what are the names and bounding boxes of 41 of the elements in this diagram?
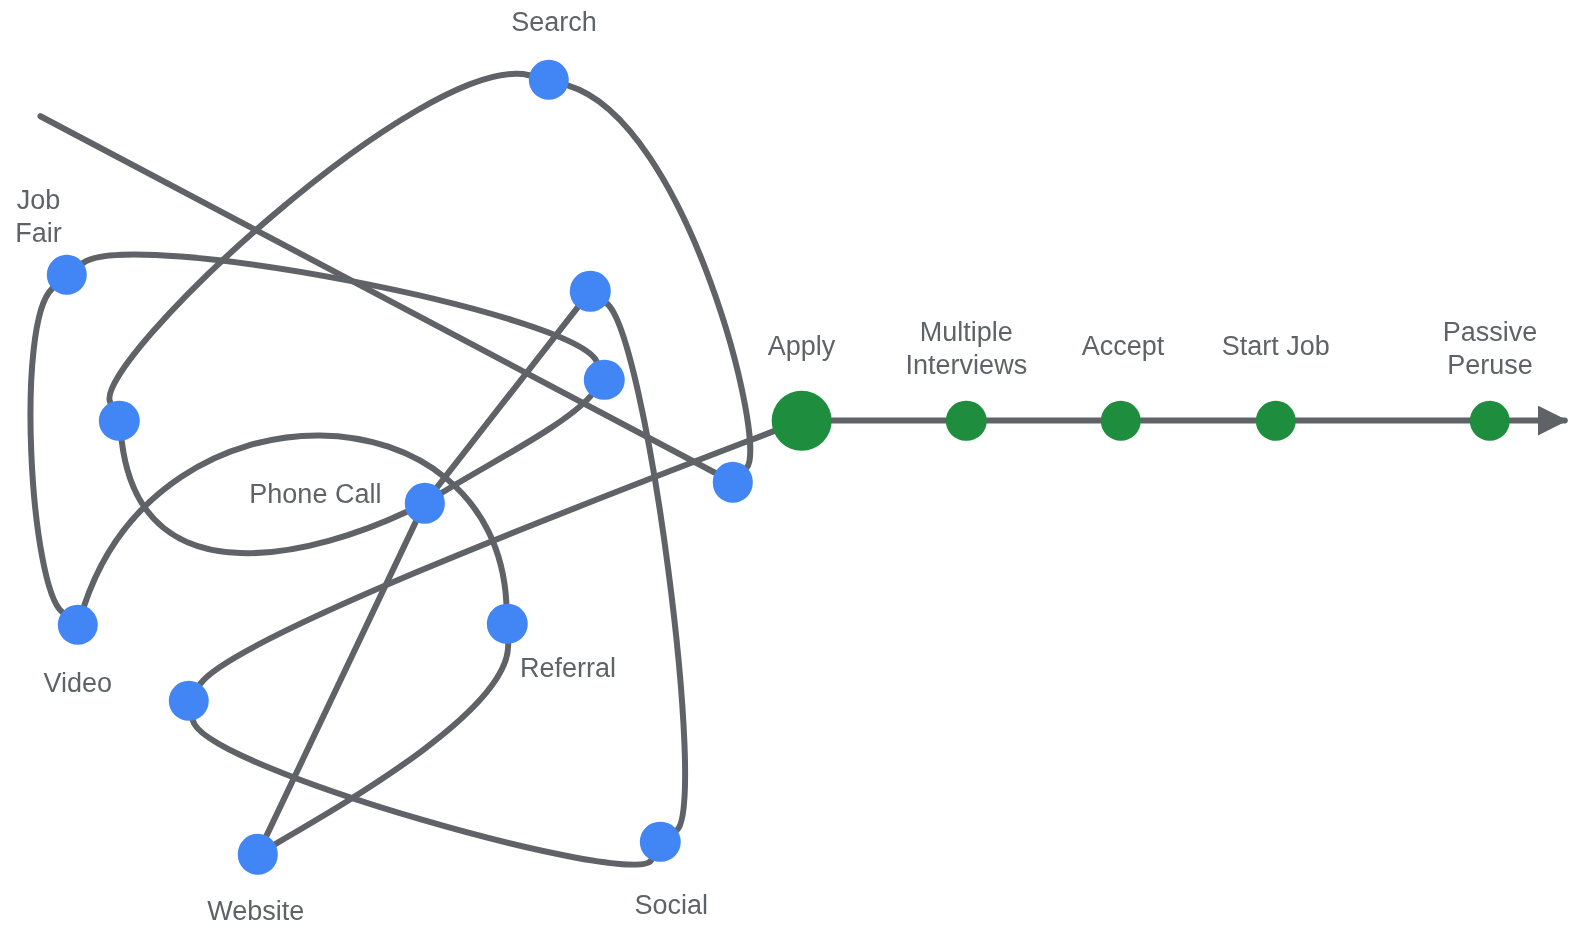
- connector-line: [434, 304, 581, 491]
- touchpoint-dot: [404, 483, 445, 524]
- touchpoint-dot: [570, 270, 611, 312]
- touchpoint-dot: [487, 603, 528, 644]
- touchpoint-dot: [99, 400, 140, 441]
- connector-line: [107, 72, 533, 406]
- node-label: Accept: [1080, 329, 1166, 363]
- touchpoint-dot: [584, 359, 625, 401]
- connector-line: [197, 428, 777, 687]
- node-label: Video: [42, 666, 114, 700]
- touchpoint-dot: [168, 680, 210, 721]
- connector-line: [81, 432, 510, 609]
- node-label: Website: [206, 894, 306, 928]
- touchpoint-dot: [528, 59, 570, 101]
- connector-line: [189, 717, 655, 868]
- milestone-dot: [1255, 400, 1296, 441]
- node-label: Phone Call: [248, 477, 383, 511]
- touchpoint-dot: [237, 833, 278, 875]
- node-label: Search: [510, 5, 598, 39]
- node-label: Start Job: [1220, 329, 1331, 363]
- node-label: Apply: [766, 329, 837, 363]
- milestone-dot: [946, 400, 987, 441]
- connector-line: [37, 113, 718, 476]
- connector-line: [80, 251, 600, 365]
- touchpoint-dot: [57, 604, 99, 645]
- connector-line: [263, 518, 419, 839]
- touchpoint-dot: [639, 821, 681, 863]
- arrow: [1507, 405, 1568, 436]
- connector-line: [603, 300, 688, 834]
- milestone-dot: [1100, 400, 1142, 441]
- milestone-dot: [1469, 400, 1511, 441]
- connector-line: [27, 285, 66, 615]
- touchpoint-dot: [712, 461, 754, 503]
- node-label: Multiple Interviews: [904, 315, 1029, 382]
- connector-line: [438, 392, 595, 496]
- node-label: Social: [633, 888, 709, 922]
- connector-line: [565, 82, 754, 471]
- node-label: Passive Peruse: [1441, 315, 1539, 382]
- node-label: Job Fair: [14, 184, 63, 251]
- node-label: Referral: [519, 651, 618, 685]
- touchpoint-dot: [46, 254, 87, 296]
